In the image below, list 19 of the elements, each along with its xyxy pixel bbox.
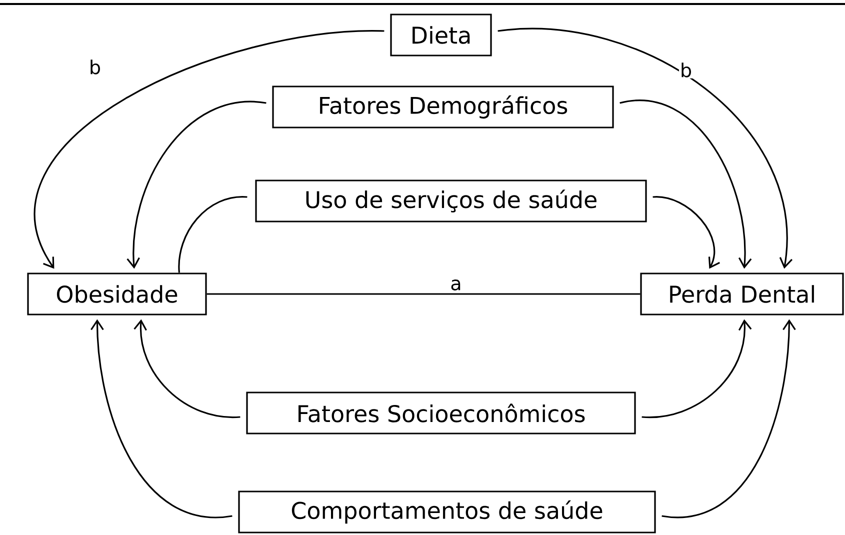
- arrow: [642, 319, 752, 418]
- arrow: [498, 28, 793, 269]
- factor-box: Comportamentos de saúde: [238, 490, 656, 534]
- factor-box: Obesidade: [27, 272, 207, 316]
- arrow: [620, 100, 752, 269]
- factor-box: Dieta: [390, 14, 492, 56]
- factor-box: Fatores Demográficos: [272, 86, 614, 128]
- arrow: [34, 30, 384, 269]
- edge-label: b: [678, 62, 694, 78]
- arrow: [126, 100, 266, 269]
- arrow: [90, 319, 232, 518]
- arrow: [662, 319, 796, 518]
- factor-box: Uso de serviços de saúde: [255, 180, 647, 222]
- factor-box: Perda Dental: [640, 272, 844, 316]
- edge-label: b: [88, 58, 102, 76]
- arrow: [652, 196, 720, 269]
- edge-label: a: [449, 278, 463, 292]
- arrow: [134, 319, 240, 418]
- factor-box: Fatores Socioeconômicos: [246, 392, 636, 434]
